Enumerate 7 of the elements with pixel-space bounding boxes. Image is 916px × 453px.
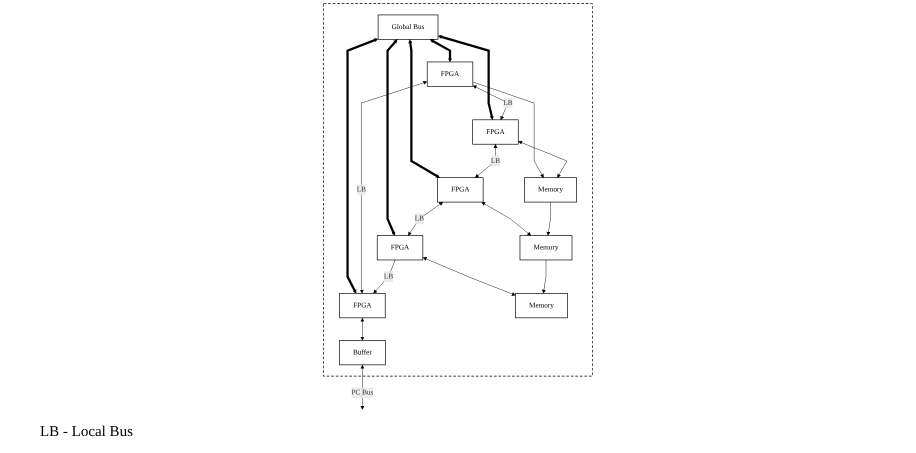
arrow xyxy=(408,39,440,178)
arrow xyxy=(346,38,378,294)
arrow xyxy=(430,39,452,62)
arrow xyxy=(386,39,398,236)
note-text: LB - Local Bus xyxy=(40,424,133,441)
cluster xyxy=(323,3,593,376)
arrow xyxy=(438,35,494,120)
